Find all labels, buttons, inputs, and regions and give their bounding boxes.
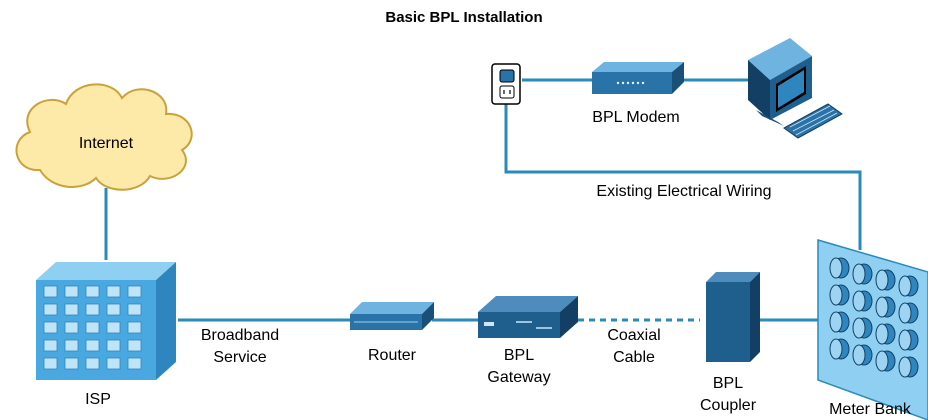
isp-window [85, 303, 100, 316]
meter-face [875, 350, 889, 372]
electrical-wiring-link [504, 102, 862, 250]
isp-window [85, 357, 100, 370]
isp-window [64, 321, 79, 334]
isp-window [43, 357, 58, 370]
bpl-gateway-label-line1: BPL [504, 347, 534, 364]
isp-window [106, 285, 121, 298]
isp-label: ISP [85, 391, 111, 408]
bpl-coupler-label-line2: Coupler [700, 397, 757, 414]
meter-face [898, 302, 912, 324]
router-icon: Router [350, 302, 434, 364]
meter-face [875, 269, 889, 291]
isp-window [43, 321, 58, 334]
broadband-label-line2: Service [213, 349, 266, 366]
isp-window [106, 321, 121, 334]
meter-face [852, 344, 866, 366]
meter-face [829, 338, 843, 360]
isp-window [64, 303, 79, 316]
meter-face [898, 275, 912, 297]
connections [104, 78, 862, 322]
wall-outlet-icon [491, 63, 521, 105]
isp-window [127, 357, 142, 370]
isp-window [85, 321, 100, 334]
meter-face [875, 296, 889, 318]
bpl-coupler-icon: BPL Coupler [700, 272, 760, 414]
electrical-wiring-label: Existing Electrical Wiring [596, 183, 771, 200]
meter-face [898, 356, 912, 378]
meter-face [852, 263, 866, 285]
router-label: Router [368, 347, 417, 364]
isp-window [64, 339, 79, 352]
isp-window [106, 303, 121, 316]
bpl-gateway-icon: BPL Gateway [478, 296, 578, 386]
coaxial-label-line2: Cable [613, 349, 655, 366]
meter-face [875, 323, 889, 345]
bpl-coupler-label-line1: BPL [713, 375, 743, 392]
isp-window [127, 321, 142, 334]
meter-face [852, 317, 866, 339]
meters [829, 257, 919, 378]
isp-window [43, 339, 58, 352]
internet-cloud: Internet [15, 83, 193, 191]
isp-window [106, 357, 121, 370]
isp-window [43, 285, 58, 298]
meter-bank-icon: Meter Bank [817, 239, 928, 420]
meter-face [898, 329, 912, 351]
bpl-modem-label: BPL Modem [592, 109, 679, 126]
broadband-label-line1: Broadband [201, 327, 279, 344]
isp-window [85, 339, 100, 352]
computer-icon [748, 38, 843, 139]
meter-face [852, 290, 866, 312]
isp-window [43, 303, 58, 316]
internet-label: Internet [79, 135, 134, 152]
coaxial-label-line1: Coaxial [607, 327, 660, 344]
meter-bank-label: Meter Bank [829, 401, 912, 418]
isp-window [127, 339, 142, 352]
meter-face [829, 311, 843, 333]
isp-window [127, 285, 142, 298]
meter-face [829, 284, 843, 306]
isp-window [85, 285, 100, 298]
diagram-title: Basic BPL Installation [385, 9, 542, 26]
isp-window [64, 285, 79, 298]
meter-face [829, 257, 843, 279]
isp-window [64, 357, 79, 370]
bpl-modem-icon: BPL Modem [592, 62, 684, 126]
isp-building: ISP [36, 262, 176, 408]
isp-windows [43, 285, 142, 370]
isp-window [127, 303, 142, 316]
bpl-gateway-label-line2: Gateway [487, 369, 550, 386]
isp-window [106, 339, 121, 352]
